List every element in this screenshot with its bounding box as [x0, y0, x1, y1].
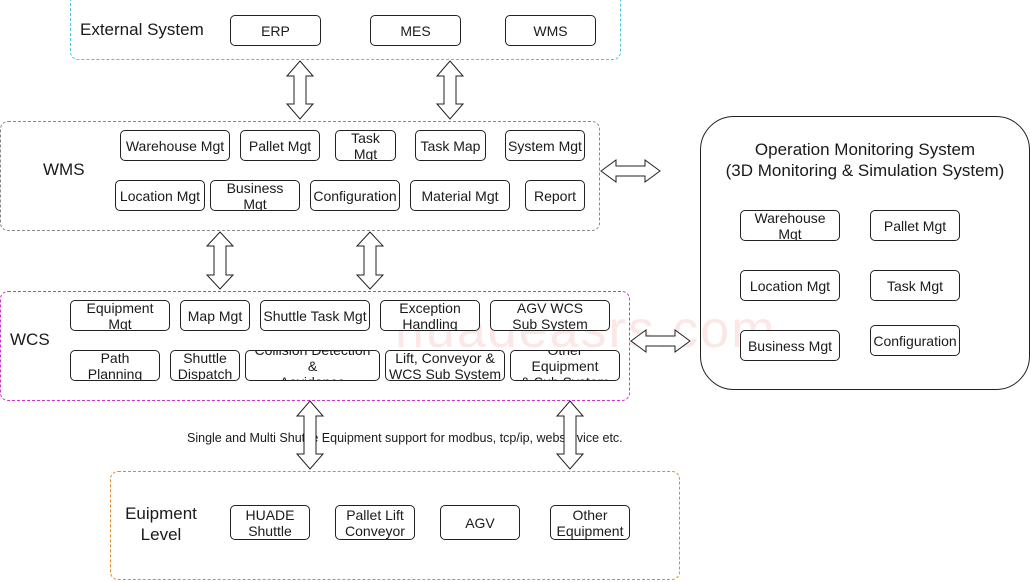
equipment-layer: [110, 471, 680, 580]
monitoring-title: Operation Monitoring System (3D Monitori…: [725, 140, 1005, 180]
wcs-item-shuttle-dispatch: Shuttle Dispatch: [170, 350, 240, 381]
wcs-item-shuttle-task-mgt: Shuttle Task Mgt: [260, 300, 370, 331]
wcs-title: WCS: [10, 330, 50, 349]
external-item-erp: ERP: [230, 15, 321, 46]
equipment-item-other-equipment: Other Equipment: [550, 505, 630, 540]
external-system-title: External System: [80, 20, 204, 39]
wcs-item-map-mgt: Map Mgt: [180, 300, 250, 331]
equipment-item-pallet-lift-conveyor: Pallet Lift Conveyor: [335, 505, 415, 540]
equipment-item-huade-shuttle: HUADE Shuttle: [230, 505, 310, 540]
arrow-wms-monitoring: [600, 159, 661, 183]
wms-layer: [0, 121, 600, 231]
monitoring-item-business-mgt: Business Mgt: [740, 330, 840, 361]
wcs-item-equipment-mgt: Equipment Mgt: [70, 300, 170, 331]
equipment-title-text: Euipment Level: [125, 504, 197, 544]
monitoring-item-configuration: Configuration: [870, 325, 960, 356]
wcs-item-agv-wcs-subsystem: AGV WCS Sub System: [490, 300, 610, 331]
operation-monitoring-layer: [700, 116, 1030, 390]
wms-item-material-mgt: Material Mgt: [410, 180, 510, 211]
arrow-external-wms-right: [435, 60, 465, 120]
wms-item-task-map: Task Map: [415, 130, 486, 161]
monitoring-item-task-mgt: Task Mgt: [870, 270, 960, 301]
wms-item-pallet-mgt: Pallet Mgt: [240, 130, 320, 161]
wms-item-warehouse-mgt: Warehouse Mgt: [120, 130, 230, 161]
equipment-title: Euipment Level: [120, 503, 202, 545]
arrow-external-wms-left: [285, 60, 315, 120]
wcs-item-path-planning: Path Planning: [70, 350, 160, 381]
equipment-item-agv: AGV: [440, 505, 520, 540]
protocol-note: Single and Multi Shuttle Equipment suppo…: [187, 431, 623, 445]
wms-item-location-mgt: Location Mgt: [115, 180, 205, 211]
arrow-wcs-equipment-left: [295, 400, 325, 470]
wcs-item-other-equipment: Other Equipment & Sub System: [510, 350, 620, 381]
wcs-item-collision-detection: Collision Detection & Aovidance: [245, 350, 380, 381]
external-item-mes: MES: [370, 15, 461, 46]
monitoring-item-pallet-mgt: Pallet Mgt: [870, 210, 960, 241]
wms-item-task-mgt: Task Mgt: [335, 130, 396, 161]
arrow-wms-wcs-right: [355, 231, 385, 290]
wcs-layer: [0, 291, 630, 401]
wms-item-report: Report: [525, 180, 585, 211]
wcs-item-exception-handling: Exception Handling: [380, 300, 480, 331]
monitoring-item-location-mgt: Location Mgt: [740, 270, 840, 301]
wcs-item-lift-conveyor-subsystem: Lift, Conveyor & WCS Sub System: [385, 350, 505, 381]
external-item-wms: WMS: [505, 15, 596, 46]
monitoring-item-warehouse-mgt: Warehouse Mgt: [740, 210, 840, 241]
wms-item-configuration: Configuration: [310, 180, 400, 211]
arrow-wcs-equipment-right: [555, 400, 585, 470]
arrow-wms-wcs-left: [205, 231, 235, 290]
wms-item-business-mgt: Business Mgt: [210, 180, 300, 211]
wms-title: WMS: [43, 160, 85, 179]
wms-item-system-mgt: System Mgt: [505, 130, 585, 161]
arrow-wcs-monitoring: [630, 329, 691, 353]
external-system-layer: [70, 0, 621, 60]
